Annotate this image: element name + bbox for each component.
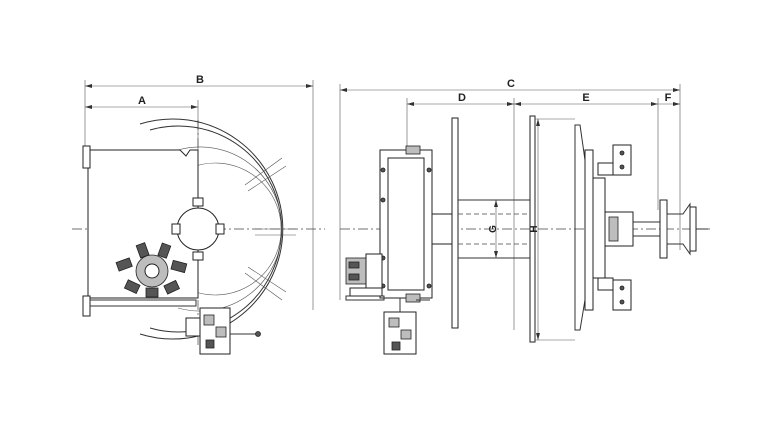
- front-view-outer-plate: [574, 124, 606, 331]
- side-view-valve-block: [185, 307, 261, 355]
- front-view-left-flange: [451, 117, 459, 329]
- front-view-frame: [379, 145, 433, 303]
- side-view-radial-motor: [115, 242, 188, 298]
- front-view: C D E F: [339, 78, 710, 355]
- dimension-d-label: D: [458, 92, 466, 104]
- dimension-g-label: G: [488, 225, 499, 233]
- dimension-b-label: B: [196, 74, 204, 86]
- front-view-drum-core: [431, 199, 530, 259]
- side-view: B A: [72, 74, 325, 355]
- dimension-e-label: E: [582, 92, 589, 104]
- dimension-h-label: H: [529, 225, 540, 232]
- dimension-b: B: [84, 74, 314, 310]
- front-view-right-flange: [529, 115, 536, 343]
- front-view-bracket: [597, 144, 632, 311]
- dimension-c: C: [339, 78, 681, 300]
- dimension-g: G: [488, 200, 499, 258]
- dimension-d-e-f: D E F: [406, 92, 680, 330]
- dimension-c-label: C: [507, 78, 515, 90]
- dimension-h: H: [529, 118, 575, 341]
- front-view-swivel-joint: [604, 199, 708, 259]
- dimension-f-label: F: [665, 92, 672, 104]
- front-view-valve-block: [383, 298, 430, 355]
- side-view-frame-plate: [82, 145, 199, 317]
- front-view-motor: [345, 253, 385, 301]
- dimension-a-label: A: [138, 95, 146, 107]
- side-view-hub: [171, 197, 225, 261]
